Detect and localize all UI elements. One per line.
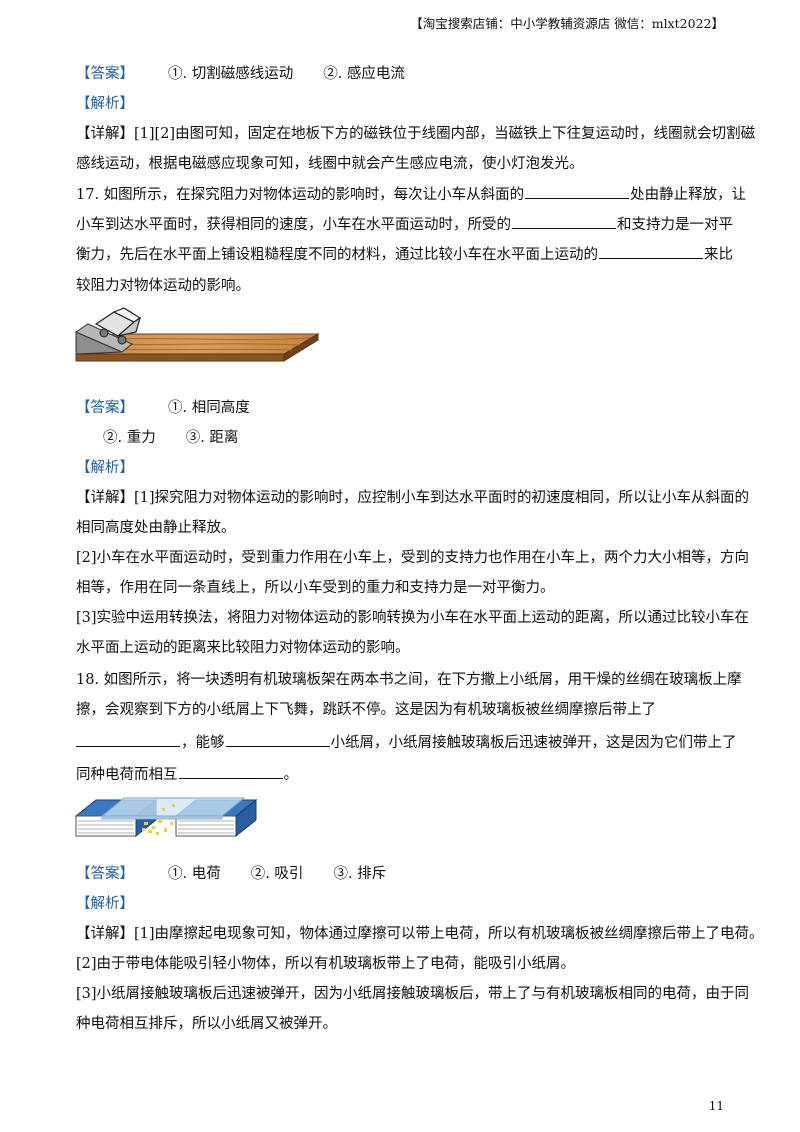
q17-detail-line: [2]小车在水平面运动时，受到重力作用在小车上，受到的支持力也作用在小车上，两个…	[76, 548, 749, 568]
q16-answer-line: 【答案】 ①. 切割磁感线运动 ②. 感应电流	[76, 64, 736, 84]
detail-text: [3]小纸屑接触玻璃板后迅速被弹开，因为小纸屑接触玻璃板后，带上了与有机玻璃板相…	[76, 986, 750, 1002]
answer-blank	[225, 732, 330, 747]
q18-question-line: 18. 如图所示，将一块透明有机玻璃板架在两本书之间，在下方撒上小纸屑，用干燥的…	[76, 670, 742, 690]
question-text: 和支持力是一对平	[617, 217, 733, 233]
detail-text: [2]小车在水平面运动时，受到重力作用在小车上，受到的支持力也作用在小车上，两个…	[76, 550, 750, 566]
q18-question-line: 擦，会观察到下方的小纸屑上下飞舞，跳跃不停。这是因为有机玻璃板被丝绸摩擦后带上了	[76, 700, 736, 720]
question-text: 衡力，先后在水平面上铺设粗糙程度不同的材料，通过比较小车在水平面上运动的	[76, 247, 598, 263]
q18-question-line: 同种电荷而相互 。	[76, 764, 736, 785]
answer-tag: 【答案】	[76, 66, 134, 82]
answer-blank	[178, 764, 283, 779]
q17-detail-line: 水平面上运动的距离来比较阻力对物体运动的影响。	[76, 638, 736, 658]
q16-detail-line: 【详解】[1][2]由图可知，固定在地板下方的磁铁位于线圈内部，当磁铁上下往复运…	[76, 124, 755, 144]
q18-question-line: ，能够 小纸屑，小纸屑接触玻璃板后迅速被弹开，这是因为它们带上了	[76, 732, 737, 753]
question-text: 擦，会观察到下方的小纸屑上下飞舞，跳跃不停。这是因为有机玻璃板被丝绸摩擦后带上了	[76, 702, 656, 718]
detail-text: 感线运动，根据电磁感应现象可知，线圈中就会产生感应电流，使小灯泡发光。	[76, 156, 584, 172]
answer-blank	[525, 184, 630, 199]
answer-item: ①. 相同高度	[168, 400, 250, 416]
detail-text: 水平面上运动的距离来比较阻力对物体运动的影响。	[76, 640, 410, 656]
q18-answer-line: 【答案】 ①. 电荷 ②. 吸引 ③. 排斥	[76, 864, 736, 884]
q17-detail-line: 相同高度处由静止释放。	[76, 518, 736, 538]
q18-detail-line: 【详解】[1]由摩擦起电现象可知，物体通过摩擦可以带上电荷，所以有机玻璃板被丝绸…	[76, 924, 764, 944]
ramp-cart-figure	[74, 307, 320, 362]
q17-answer-line: 【答案】 ①. 相同高度	[76, 398, 736, 418]
answer-blank	[599, 244, 703, 259]
detail-text: [1][2]由图可知，固定在地板下方的磁铁位于线圈内部，当磁铁上下往复运动时，线…	[134, 126, 756, 142]
q17-answer-line: ②. 重力 ③. 距离	[103, 428, 763, 448]
q18-detail-line: [3]小纸屑接触玻璃板后迅速被弹开，因为小纸屑接触玻璃板后，带上了与有机玻璃板相…	[76, 984, 749, 1004]
page-number: 11	[708, 1099, 724, 1113]
detail-tag: 【详解】	[76, 490, 134, 506]
q16-analysis-line: 【解析】	[76, 94, 736, 114]
question-text: 处由静止释放，让	[630, 187, 747, 203]
question-text: 小车到达水平面时，获得相同的速度，小车在水平面运动时，所受的	[76, 217, 511, 233]
q17-detail-line: [3]实验中运用转换法，将阻力对物体运动的影响转换为小车在水平面上运动的距离，所…	[76, 608, 749, 628]
q18-detail-line: [2]由于带电体能吸引轻小物体，所以有机玻璃板带上了电荷，能吸引小纸屑。	[76, 954, 736, 974]
answer-item: ②. 感应电流	[323, 66, 405, 82]
detail-tag: 【详解】	[76, 126, 134, 142]
question-text: 17. 如图所示，在探究阻力对物体运动的影响时，每次让小车从斜面的	[76, 187, 525, 203]
header-note: 【淘宝搜索店铺：中小学教辅资源店 微信：mlxt2022】	[410, 16, 724, 31]
analysis-tag: 【解析】	[76, 96, 134, 112]
question-text: 。	[283, 767, 299, 783]
answer-item: ③. 距离	[185, 430, 239, 446]
q17-question-line: 小车到达水平面时，获得相同的速度，小车在水平面运动时，所受的 和支持力是一对平	[76, 214, 736, 235]
detail-text: 种电荷相互排斥，所以小纸屑又被弹开。	[76, 1016, 337, 1032]
analysis-tag: 【解析】	[76, 896, 134, 912]
q17-detail-line: 【详解】[1]探究阻力对物体运动的影响时，应控制小车到达水平面时的初速度相同，所…	[76, 488, 749, 508]
detail-text: [3]实验中运用转换法，将阻力对物体运动的影响转换为小车在水平面上运动的距离，所…	[76, 610, 750, 626]
q18-detail-line: 种电荷相互排斥，所以小纸屑又被弹开。	[76, 1014, 736, 1034]
answer-item: ②. 重力	[103, 430, 156, 446]
answer-item: ②. 吸引	[250, 866, 304, 882]
question-text: ，能够	[181, 735, 225, 751]
question-text: 来比	[704, 247, 733, 263]
question-text: 较阻力对物体运动的影响。	[76, 278, 250, 294]
detail-text: [1]由摩擦起电现象可知，物体通过摩擦可以带上电荷，所以有机玻璃板被丝绸摩擦后带…	[134, 926, 764, 942]
answer-item: ①. 切割磁感线运动	[168, 66, 294, 82]
detail-text: [2]由于带电体能吸引轻小物体，所以有机玻璃板带上了电荷，能吸引小纸屑。	[76, 956, 576, 972]
question-text: 18. 如图所示，将一块透明有机玻璃板架在两本书之间，在下方撒上小纸屑，用干燥的…	[76, 672, 742, 688]
q16-detail-line: 感线运动，根据电磁感应现象可知，线圈中就会产生感应电流，使小灯泡发光。	[76, 154, 736, 174]
question-text: 同种电荷而相互	[76, 767, 178, 783]
q17-question-line: 较阻力对物体运动的影响。	[76, 276, 736, 296]
answer-item: ③. 排斥	[333, 866, 387, 882]
answer-tag: 【答案】	[76, 400, 134, 416]
detail-text: [1]探究阻力对物体运动的影响时，应控制小车到达水平面时的初速度相同，所以让小车…	[134, 490, 750, 506]
analysis-tag: 【解析】	[76, 460, 134, 476]
q17-question-line: 衡力，先后在水平面上铺设粗糙程度不同的材料，通过比较小车在水平面上运动的 来比	[76, 244, 736, 265]
answer-blank	[76, 732, 180, 747]
answer-tag: 【答案】	[76, 866, 134, 882]
answer-blank	[512, 214, 616, 229]
q18-analysis-line: 【解析】	[76, 894, 736, 914]
detail-text: 相同高度处由静止释放。	[76, 520, 236, 536]
q17-detail-line: 相等，作用在同一条直线上，所以小车受到的重力和支持力是一对平衡力。	[76, 578, 736, 598]
detail-tag: 【详解】	[76, 926, 134, 942]
q17-analysis-line: 【解析】	[76, 458, 736, 478]
answer-item: ①. 电荷	[168, 866, 221, 882]
q17-question-line: 17. 如图所示，在探究阻力对物体运动的影响时，每次让小车从斜面的 处由静止释放，…	[76, 184, 746, 205]
question-text: 小纸屑，小纸屑接触玻璃板后迅速被弹开，这是因为它们带上了	[330, 735, 737, 751]
glass-books-figure	[74, 797, 258, 838]
detail-text: 相等，作用在同一条直线上，所以小车受到的重力和支持力是一对平衡力。	[76, 580, 555, 596]
